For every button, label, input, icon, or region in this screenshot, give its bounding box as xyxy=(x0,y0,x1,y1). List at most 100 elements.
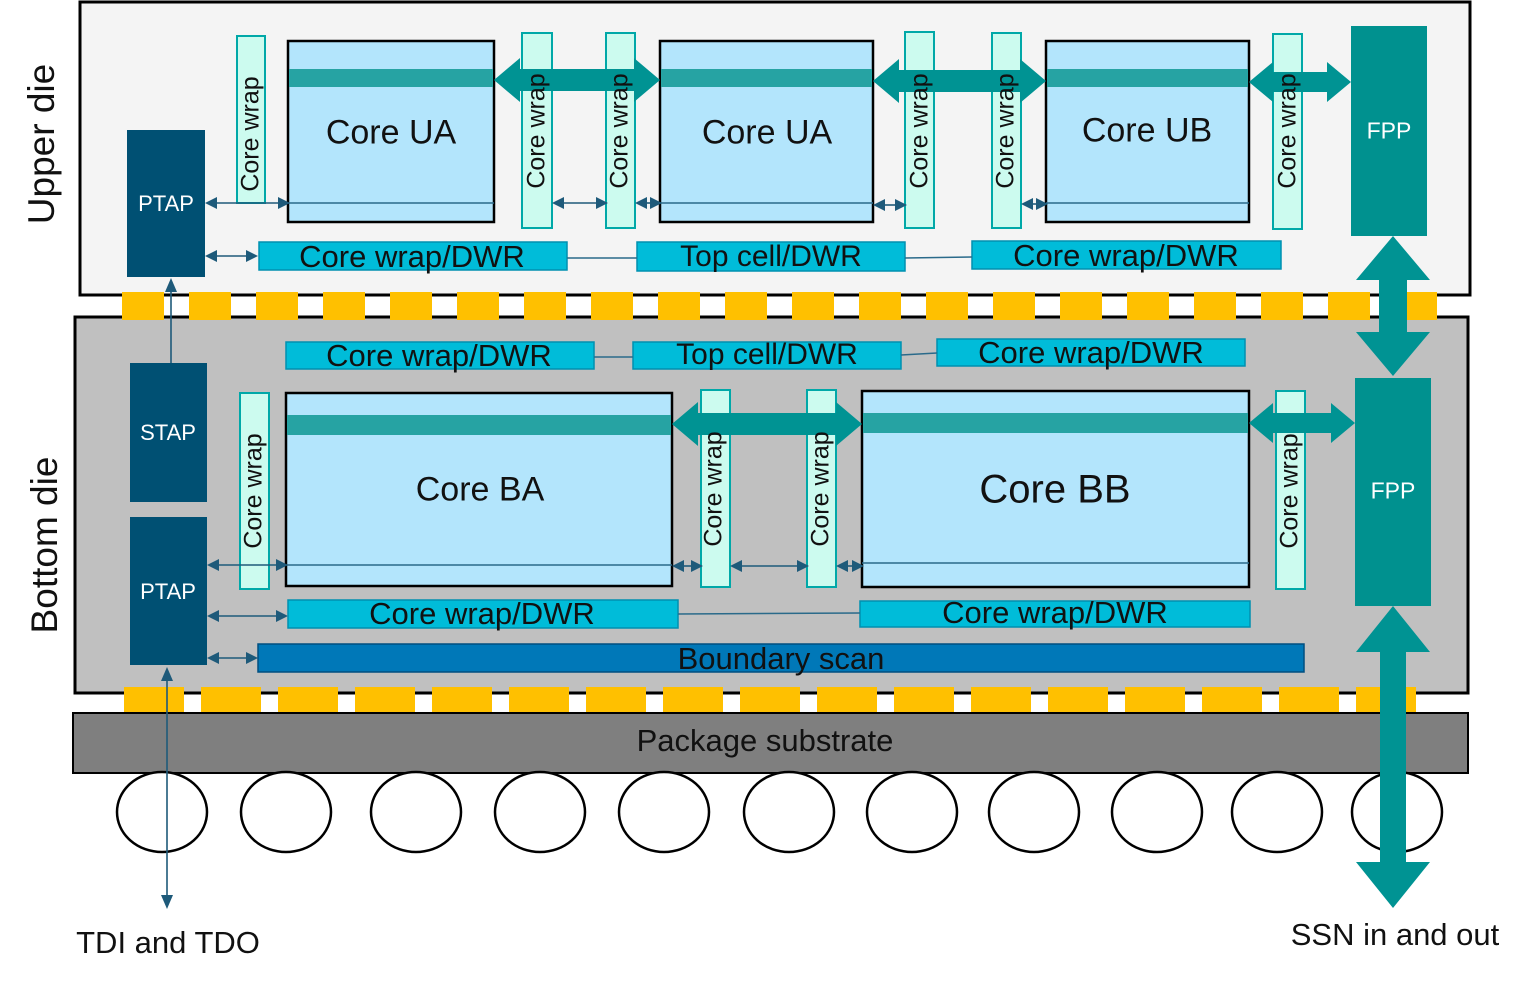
upper-chain-arrow-1-head-left xyxy=(205,197,217,209)
upper-dwr-right-box xyxy=(971,240,1282,270)
micro-bump xyxy=(323,292,365,320)
micro-bump xyxy=(591,292,633,320)
c4-bump xyxy=(509,687,569,712)
upper-chain-arrow-3-head-left xyxy=(635,197,647,209)
bottom-core-wrap-3-label: Core wrap xyxy=(806,431,835,547)
upper-chain-arrow-4-head-left xyxy=(873,199,885,211)
upper-core-wrap-box xyxy=(521,32,553,229)
c4-bump xyxy=(740,687,800,712)
bottom-core-wrap-1-label: Core wrap xyxy=(239,433,268,549)
tdi-tdo-head-down xyxy=(161,895,173,909)
solder-ball xyxy=(1230,770,1324,854)
bottom-ptap-dwr-arrow-head-right xyxy=(276,610,288,622)
bottom-core-wrap-box xyxy=(239,392,270,590)
c4-bump xyxy=(355,687,415,712)
package-substrate-box xyxy=(72,712,1469,774)
upper-dwr-left-label: Core wrap/DWR xyxy=(299,239,525,274)
upper-core-wrap-box xyxy=(991,32,1022,229)
upper-core-wrap-box xyxy=(605,32,636,229)
solder-ball xyxy=(617,770,711,854)
upper-chain-arrow-5-head-left xyxy=(1021,198,1033,210)
bottom-core-bus-stripe xyxy=(863,413,1248,433)
tdi-tdo-head-up xyxy=(161,667,173,681)
bottom-bus-arrow-1 xyxy=(672,402,862,446)
c4-bump xyxy=(894,687,954,712)
bottom-ptap-dwr-arrow-head-left xyxy=(207,610,219,622)
stap-ptap-link-head xyxy=(165,278,177,292)
core-ba-label: Core BA xyxy=(415,470,545,509)
upper-bus-arrow-1 xyxy=(494,58,660,102)
upper-core-wrap-3-label: Core wrap xyxy=(605,73,634,189)
upper-ptap-dwr-arrow-head-left xyxy=(205,250,217,262)
micro-bump xyxy=(256,292,298,320)
upper-chain-arrow-5-head-right xyxy=(1036,198,1048,210)
micro-bump xyxy=(993,292,1035,320)
solder-ball xyxy=(987,770,1081,854)
solder-ball xyxy=(493,770,587,854)
bottom-chain-arrow-2-head-left xyxy=(672,560,684,572)
upper-bus-arrow-3 xyxy=(1249,62,1351,102)
c4-bump xyxy=(1125,687,1185,712)
bottom-fpp-label: FPP xyxy=(1370,477,1416,504)
upper-chain-arrow-1-head-right xyxy=(278,197,290,209)
upper-core-bus-stripe xyxy=(661,69,872,87)
upper-dwr-right-label: Core wrap/DWR xyxy=(1013,238,1239,273)
micro-bump xyxy=(457,292,499,320)
bottom-chain-arrow-4-head-left xyxy=(836,560,848,572)
bottom-chain-arrow-3-head-right xyxy=(797,560,809,572)
bottom-top-cell-dwr-label: Top cell/DWR xyxy=(676,338,858,371)
bottom-ptap-bscan-arrow-head-left xyxy=(207,652,219,664)
core-ub-label: Core UB xyxy=(1081,111,1213,150)
bottom-ptap-bscan-arrow-head-right xyxy=(246,652,258,664)
upper-chain-arrow-4-head-right xyxy=(895,199,907,211)
upper-dwr-left-box xyxy=(258,241,568,271)
upper-top-cell-dwr-label: Top cell/DWR xyxy=(680,240,862,273)
bottom-fpp-box xyxy=(1355,378,1431,606)
upper-dwr-link-2 xyxy=(904,256,973,259)
core-bb-label: Core BB xyxy=(979,467,1131,512)
micro-bump xyxy=(792,292,834,320)
micro-bump xyxy=(1328,292,1370,320)
upper-ptap-box xyxy=(127,130,205,277)
upper-ptap-dwr-arrow-head-right xyxy=(246,250,258,262)
bottom-core-bus-stripe xyxy=(287,415,671,435)
core-ua-2-label: Core UA xyxy=(701,113,833,152)
bottom-chain-arrow-1-head-right xyxy=(276,559,288,571)
micro-bump xyxy=(189,292,231,320)
bottom-dwr-left-bottom-box xyxy=(287,599,679,629)
c4-bump xyxy=(432,687,492,712)
solder-ball xyxy=(742,770,836,854)
micro-bump xyxy=(122,292,164,320)
c4-bump xyxy=(124,687,184,712)
boundary-scan-box xyxy=(257,643,1305,673)
upper-core-bus-stripe xyxy=(1047,69,1248,87)
upper-core-wrap-1-label: Core wrap xyxy=(236,76,265,192)
c4-bump xyxy=(201,687,261,712)
upper-core-bus-stripe xyxy=(289,69,493,87)
bottom-ptap-label: PTAP xyxy=(140,579,196,604)
stap-label: STAP xyxy=(140,420,196,445)
c4-bump xyxy=(663,687,723,712)
upper-core-wrap-6-label: Core wrap xyxy=(1273,73,1302,189)
bottom-dwr-right-top-label: Core wrap/DWR xyxy=(978,335,1204,370)
micro-bump xyxy=(859,292,901,320)
solder-ball xyxy=(115,770,209,854)
upper-top-cell-box xyxy=(636,241,906,272)
bottom-ptap-box xyxy=(130,517,207,665)
bottom-chain-arrow-4-head-right xyxy=(852,560,864,572)
bottom-top-cell-box xyxy=(632,341,902,370)
micro-bump xyxy=(524,292,566,320)
upper-fpp-box xyxy=(1351,26,1427,236)
tdi-tdo-label: TDI and TDO xyxy=(76,925,260,960)
solder-ball xyxy=(1110,770,1204,854)
upper-chain-arrow-2-head-left xyxy=(552,197,564,209)
micro-bump xyxy=(1127,292,1169,320)
solder-ball xyxy=(369,770,463,854)
bottom-dwr-left-bottom-label: Core wrap/DWR xyxy=(369,596,595,631)
upper-bus-arrow-2 xyxy=(873,59,1046,103)
upper-core-wrap-4-label: Core wrap xyxy=(905,73,934,189)
bottom-chain-arrow-1-head-left xyxy=(207,559,219,571)
solder-ball xyxy=(239,770,333,854)
upper-core-wrap-box xyxy=(904,31,935,229)
